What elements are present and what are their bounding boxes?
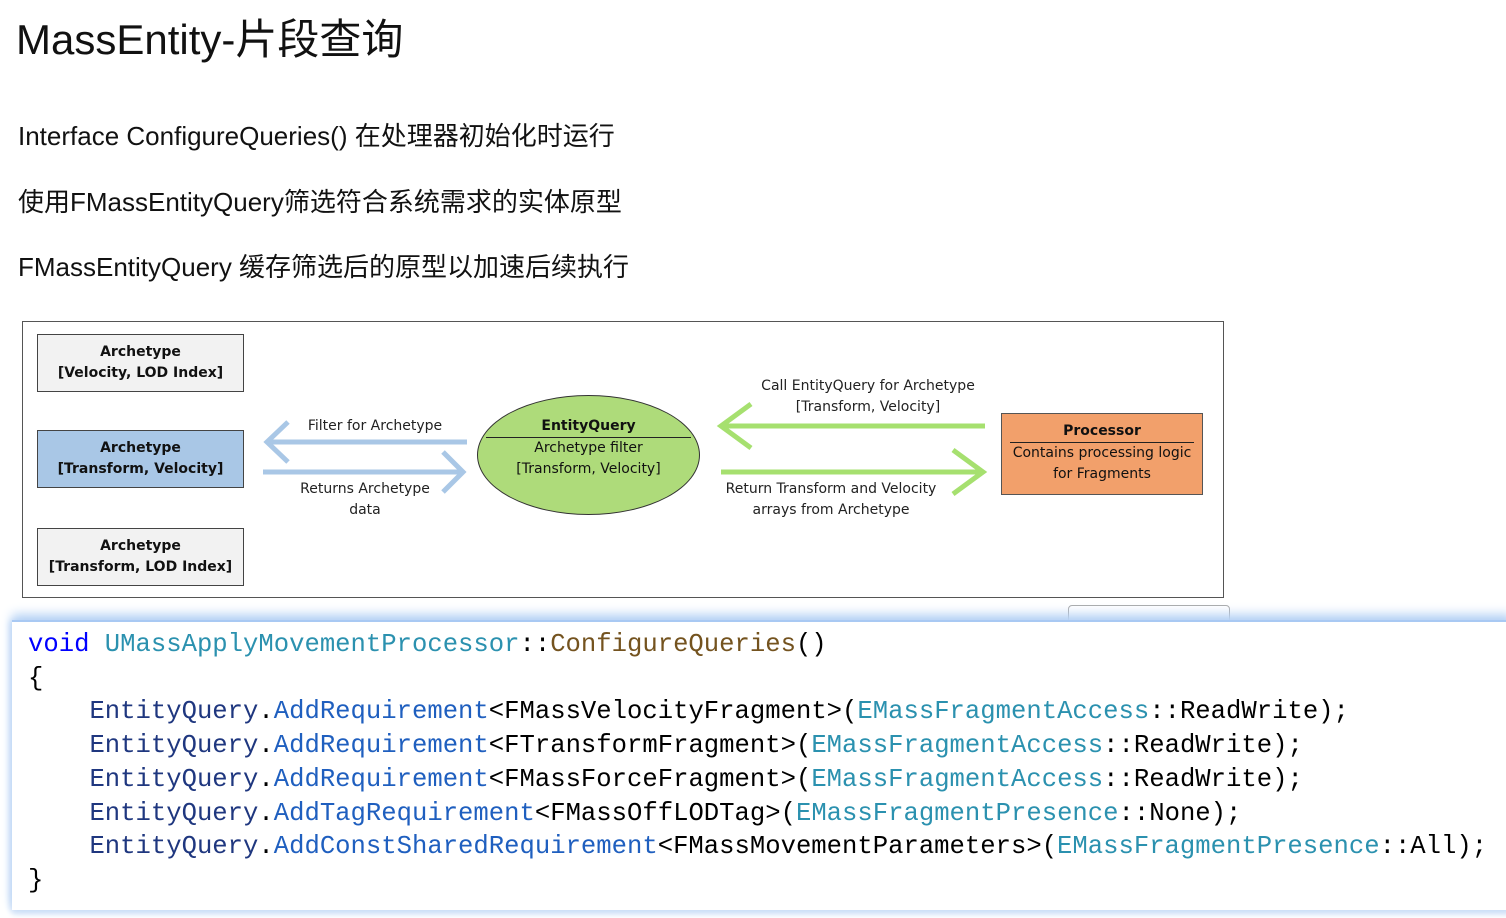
code-enum: EMassFragmentAccess [857, 697, 1150, 727]
code-class: UMassApplyMovementProcessor [104, 630, 520, 659]
code-method: AddRequirement [273, 731, 489, 761]
code-parens: () [795, 630, 827, 659]
code-close-brace: } [28, 865, 44, 895]
code-method: AddRequirement [273, 764, 489, 794]
code-enum: EMassFragmentPresence [795, 798, 1119, 828]
returns-label-1: Returns Archetype [300, 481, 430, 497]
code-type: <FMassVelocityFragment>( [488, 697, 858, 727]
code-method: AddConstSharedRequirement [273, 832, 658, 862]
code-tail: ::ReadWrite); [1149, 697, 1349, 727]
code-block: void UMassApplyMovementProcessor::Config… [12, 620, 1506, 910]
code-method: AddRequirement [273, 697, 489, 727]
code-tail: ::All); [1379, 832, 1488, 862]
code-object: EntityQuery [89, 697, 259, 727]
code-type: <FMassMovementParameters>( [657, 832, 1058, 862]
code-type: <FMassOffLODTag>( [534, 798, 796, 828]
return-label-1: Return Transform and Velocity [725, 481, 937, 497]
code-type: <FTransformFragment>( [488, 731, 812, 761]
diagram-arrows [263, 401, 988, 497]
code-dot: . [258, 764, 274, 794]
code-type: <FMassForceFragment>( [488, 764, 812, 794]
processor-node: Processor Contains processing logic for … [1001, 413, 1203, 495]
bullet-3: FMassEntityQuery 缓存筛选后的原型以加速后续执行 [18, 252, 630, 282]
code-dot: . [258, 697, 274, 727]
archetype-transform-lod: Archetype [Transform, LOD Index] [37, 528, 244, 586]
code-dot: . [258, 832, 274, 862]
code-space [89, 630, 104, 659]
code-open-brace: { [28, 663, 44, 693]
archetype-velocity-lod: Archetype [Velocity, LOD Index] [37, 334, 244, 392]
entity-query-line2: [Transform, Velocity] [516, 461, 661, 477]
call-label-2: [Transform, Velocity] [795, 399, 941, 415]
code-tail: ::ReadWrite); [1103, 764, 1303, 794]
entity-query-title: EntityQuery [486, 416, 691, 438]
code-object: EntityQuery [89, 798, 259, 828]
processor-title: Processor [1010, 421, 1194, 443]
archetype-transform-velocity: Archetype [Transform, Velocity] [37, 430, 244, 488]
code-method: AddTagRequirement [273, 798, 535, 828]
code-scope: :: [519, 630, 551, 659]
archetype-fragments: [Transform, Velocity] [57, 461, 224, 477]
filter-label: Filter for Archetype [307, 418, 443, 434]
code-dot: . [258, 731, 274, 761]
call-label-1: Call EntityQuery for Archetype [761, 378, 975, 394]
slide-title: MassEntity-片段查询 [16, 16, 404, 63]
entity-query-node: EntityQuery Archetype filter [Transform,… [477, 395, 700, 515]
archetype-fragments: [Velocity, LOD Index] [57, 365, 224, 381]
bullet-2: 使用FMassEntityQuery筛选符合系统需求的实体原型 [18, 187, 622, 217]
archetype-name: Archetype [100, 538, 181, 554]
query-diagram: Archetype [Velocity, LOD Index] Archetyp… [22, 321, 1224, 598]
entity-query-line1: Archetype filter [534, 440, 643, 456]
code-function: ConfigureQueries [550, 630, 796, 659]
code-keyword: void [28, 630, 90, 659]
code-tail: ::None); [1118, 798, 1242, 828]
returns-arrow-icon [263, 450, 467, 494]
filter-arrow-icon [263, 420, 467, 464]
returns-label-2: data [349, 502, 381, 518]
call-arrow-icon [716, 401, 985, 451]
code-object: EntityQuery [89, 832, 259, 862]
archetype-name: Archetype [100, 440, 181, 456]
code-enum: EMassFragmentAccess [811, 764, 1104, 794]
archetype-name: Archetype [100, 344, 181, 360]
code-object: EntityQuery [89, 764, 259, 794]
return-arrow-icon [721, 447, 988, 497]
code-dot: . [258, 798, 274, 828]
code-enum: EMassFragmentAccess [811, 731, 1104, 761]
code-object: EntityQuery [89, 731, 259, 761]
bullet-1: Interface ConfigureQueries() 在处理器初始化时运行 [18, 121, 615, 151]
processor-line1: Contains processing logic [1012, 445, 1192, 461]
code-enum: EMassFragmentPresence [1057, 832, 1380, 862]
return-label-2: arrays from Archetype [752, 502, 910, 518]
processor-line2: for Fragments [1053, 466, 1151, 482]
code-tail: ::ReadWrite); [1103, 731, 1303, 761]
archetype-fragments: [Transform, LOD Index] [48, 559, 233, 575]
